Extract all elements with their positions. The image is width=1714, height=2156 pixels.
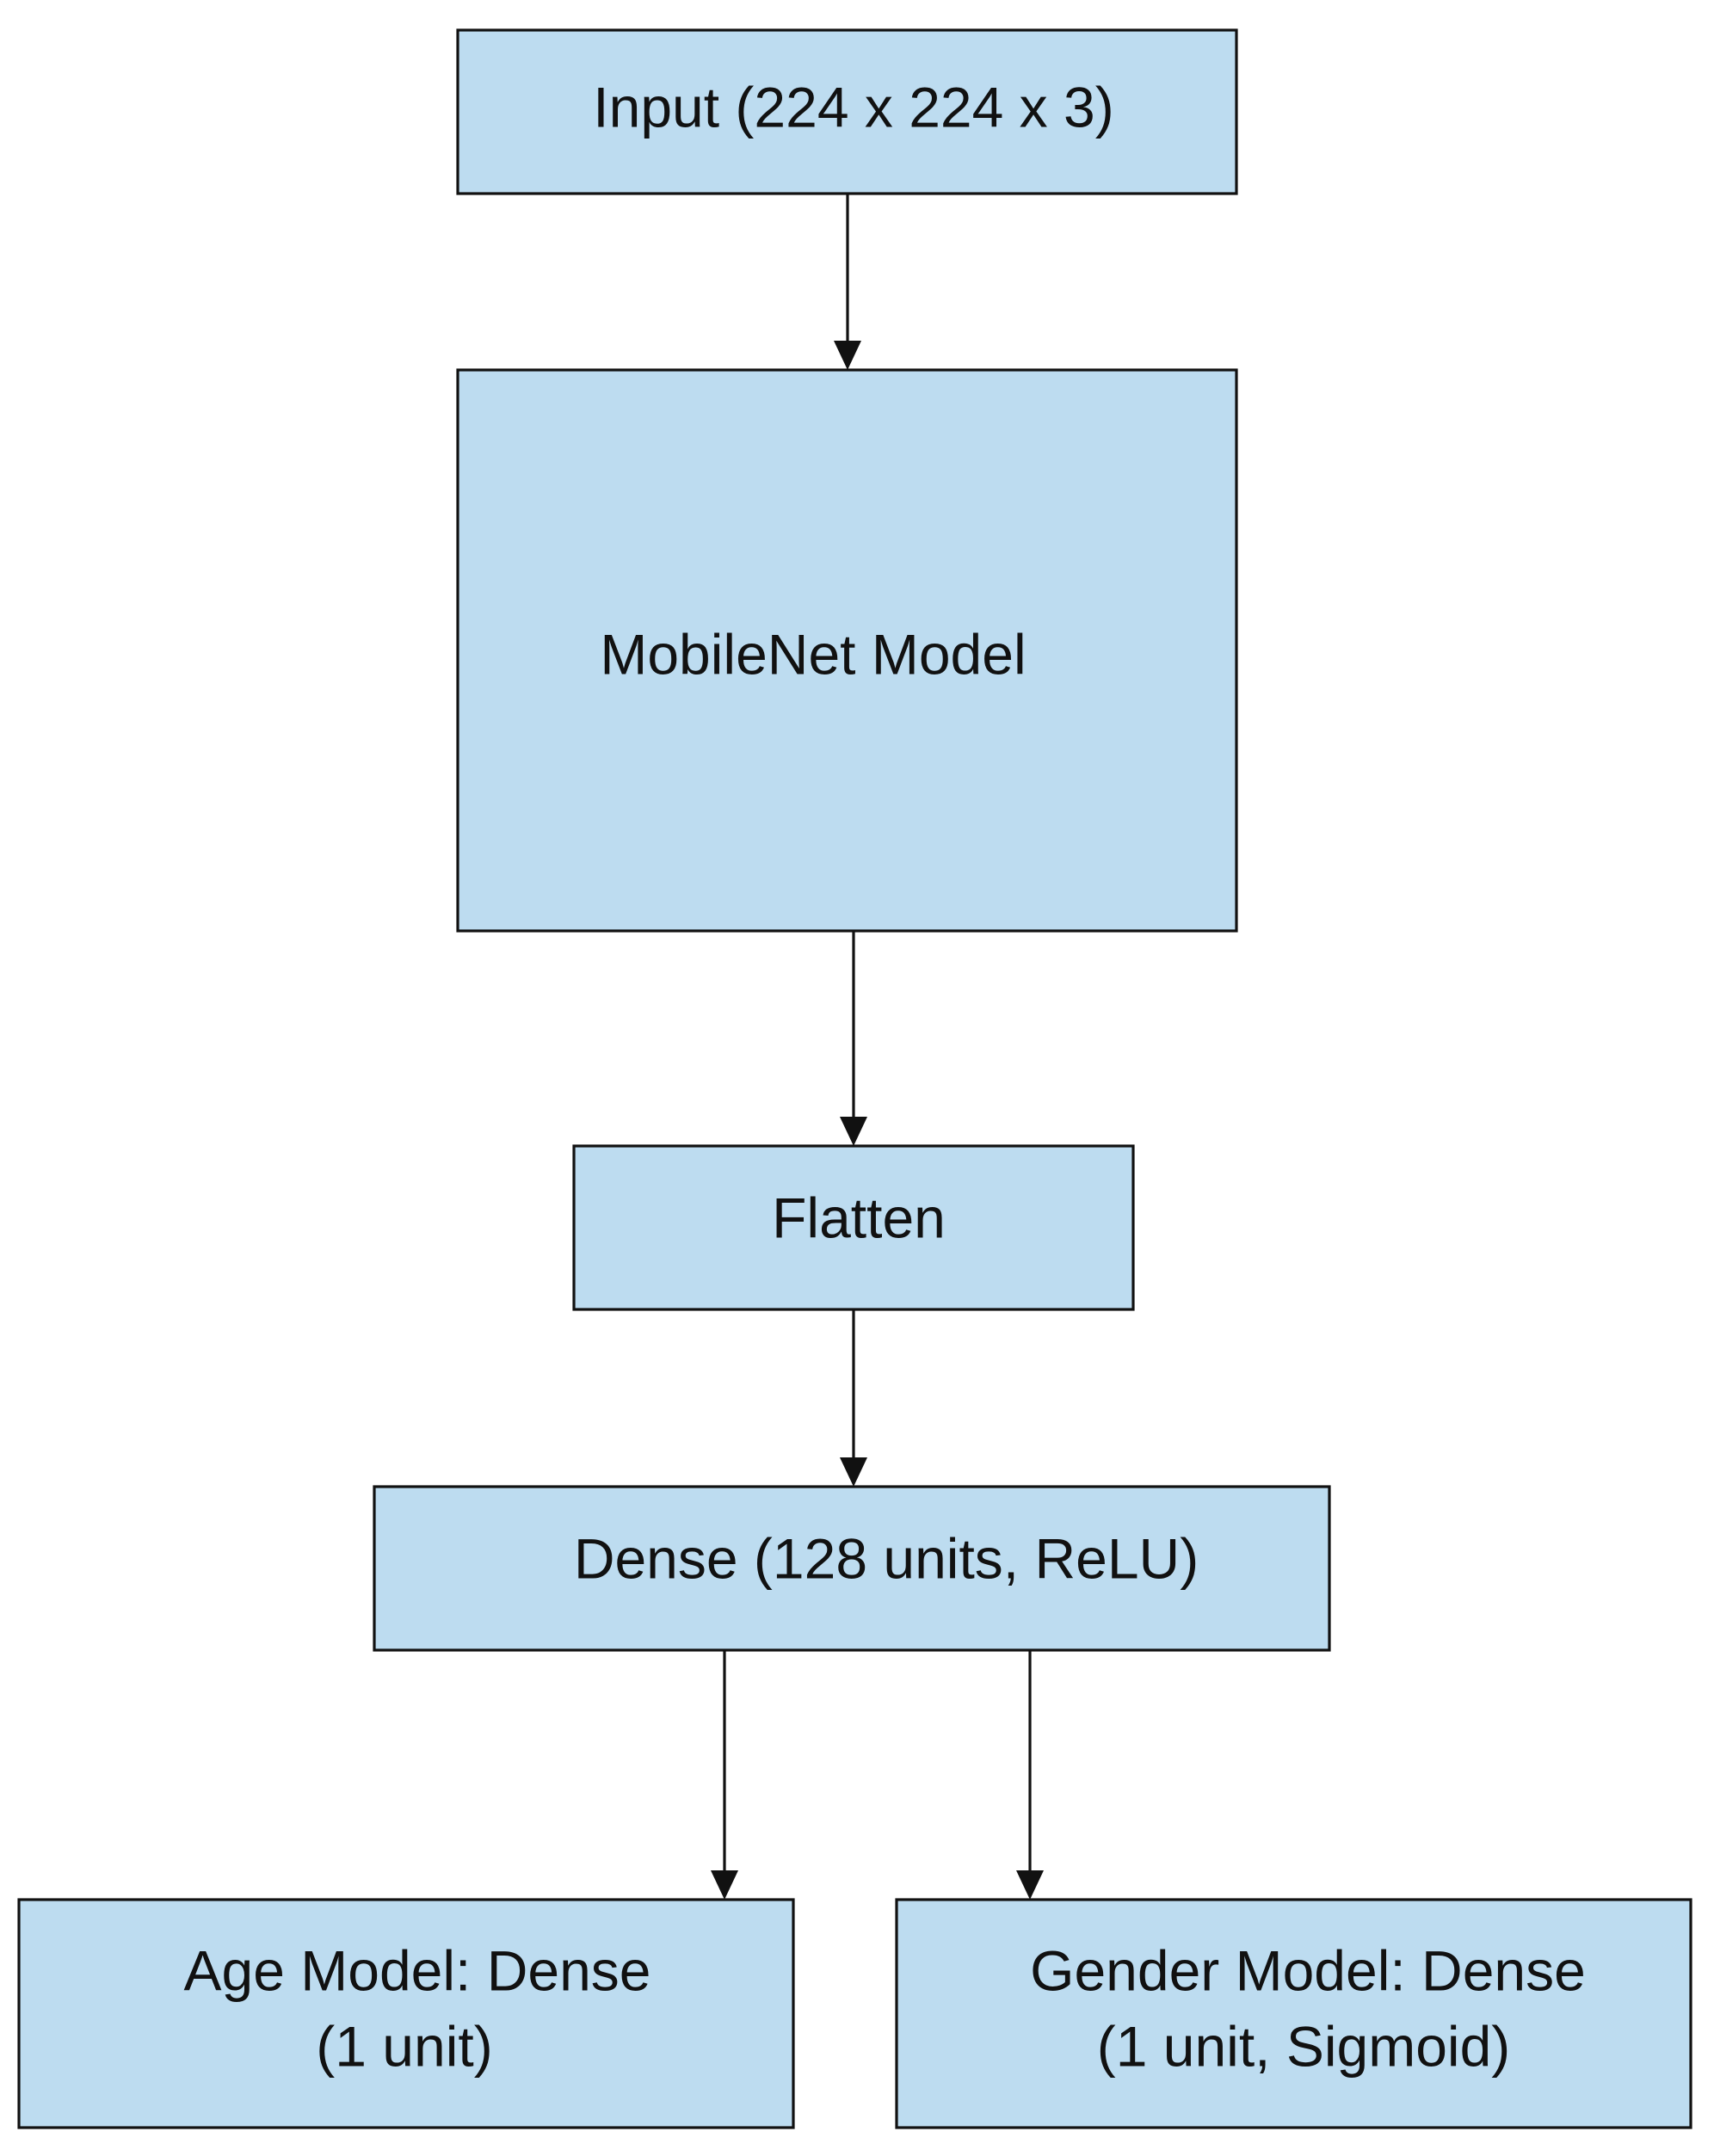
node-age: Age Model: Dense (1 unit) [17,1898,795,2129]
node-input-box [456,28,1238,195]
node-mobilenet: MobileNet Model [456,368,1238,933]
node-mobilenet-label: MobileNet Model [600,622,1026,686]
node-dense-box [373,1485,1331,1652]
edge-flatten-to-dense [840,1309,867,1487]
node-gender-box [895,1898,1692,2129]
node-flatten-box [572,1144,1135,1311]
node-dense: Dense (128 units, ReLU) [373,1485,1331,1652]
node-gender-line2: (1 unit, Sigmoid) [1097,2014,1511,2078]
node-age-box [17,1898,795,2129]
node-age-line1: Age Model: Dense [184,1938,651,2002]
arrowhead-icon [711,1870,738,1900]
arrowhead-icon [840,1117,867,1146]
node-gender: Gender Model: Dense (1 unit, Sigmoid) [895,1898,1692,2129]
edge-mobilenet-to-flatten [840,931,867,1146]
arrowhead-icon [834,341,861,370]
node-flatten: Flatten [572,1144,1135,1311]
node-input: Input (224 x 224 x 3) [456,28,1238,195]
edge-input-to-mobilenet [834,194,861,370]
arrowhead-icon [1016,1870,1044,1900]
edge-dense-to-gender [1016,1650,1044,1900]
arrowhead-icon [840,1457,867,1487]
node-input-label: Input (224 x 224 x 3) [593,75,1113,139]
node-age-line2: (1 unit) [316,2014,492,2078]
node-dense-label: Dense (128 units, ReLU) [574,1526,1199,1590]
edge-dense-to-age [711,1650,738,1900]
node-flatten-label: Flatten [772,1186,946,1249]
node-mobilenet-box [456,368,1238,933]
node-gender-line1: Gender Model: Dense [1030,1938,1586,2002]
